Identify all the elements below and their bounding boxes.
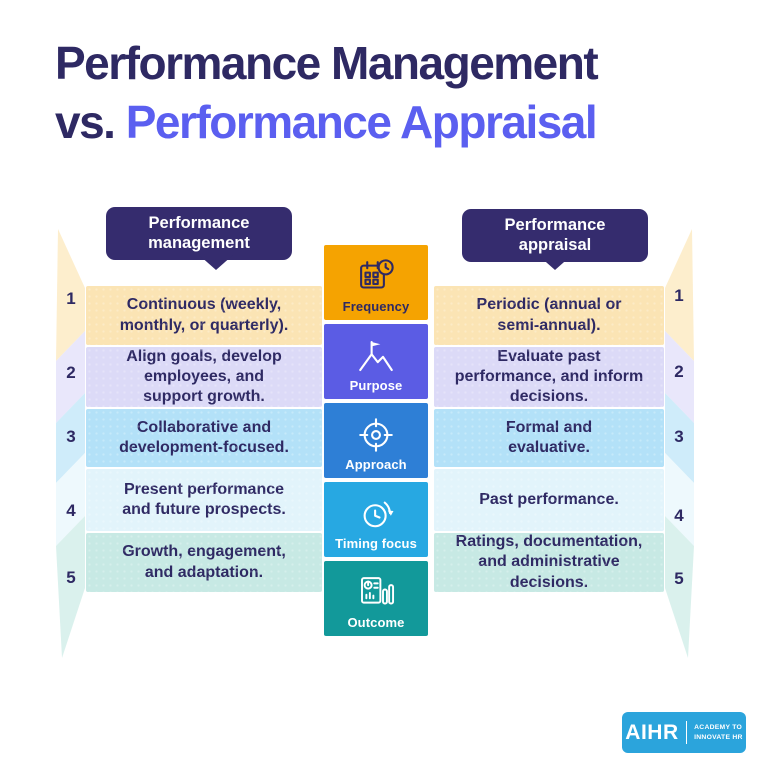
category-chip-timing-focus: Timing focus — [324, 482, 428, 557]
category-chip-purpose: Purpose — [324, 324, 428, 399]
appraisal-row-frequency: Periodic (annual or semi-annual). — [434, 286, 664, 345]
left-column-header: Performance management — [106, 207, 292, 261]
category-chip-approach: Approach — [324, 403, 428, 478]
category-label: Timing focus — [335, 536, 417, 551]
left-row-number-1: 1 — [66, 289, 76, 308]
appraisal-row-purpose: Evaluate past performance, and inform de… — [434, 347, 664, 407]
left-row-number-2: 2 — [66, 363, 76, 382]
left-band-segment-4 — [56, 453, 85, 546]
calendar-clock-icon — [355, 256, 397, 298]
right-row-number-5: 5 — [674, 569, 684, 588]
mountain-flag-icon — [355, 335, 397, 377]
management-row-purpose: Align goals, develop employees, and supp… — [86, 347, 322, 407]
left-row-number-4: 4 — [66, 501, 76, 520]
category-label: Approach — [345, 457, 407, 472]
clock-arrow-icon — [355, 493, 397, 535]
category-label: Outcome — [347, 615, 405, 630]
aihr-logo: AIHR ACADEMY TO INNOVATE HR — [622, 712, 746, 753]
aihr-logo-text: AIHR — [625, 720, 679, 744]
logo-divider — [685, 721, 688, 744]
right-row-number-4: 4 — [674, 506, 684, 525]
right-column-header: Performance appraisal — [462, 209, 648, 263]
category-label: Frequency — [342, 299, 410, 314]
appraisal-row-approach: Formal and evaluative. — [434, 409, 664, 467]
right-row-number-2: 2 — [674, 362, 684, 381]
right-band-segment-4 — [665, 453, 694, 546]
category-chip-outcome: Outcome — [324, 561, 428, 636]
management-row-approach: Collaborative and development-focused. — [86, 409, 322, 467]
management-row-outcome: Growth, engagement, and adaptation. — [86, 533, 322, 592]
report-chart-icon — [355, 572, 397, 614]
title-line1: Performance Management — [55, 37, 599, 89]
title-vs: vs. — [55, 95, 126, 148]
title-appraisal: Performance Appraisal — [125, 95, 598, 148]
title-line2: vs. Performance Appraisal — [55, 93, 598, 152]
right-row-number-3: 3 — [674, 427, 684, 446]
target-icon — [355, 414, 397, 456]
management-row-frequency: Continuous (weekly, monthly, or quarterl… — [86, 286, 322, 345]
category-label: Purpose — [349, 378, 403, 393]
page-title: Performance Management vs. Performance A… — [55, 34, 599, 152]
category-chip-frequency: Frequency — [324, 245, 428, 320]
appraisal-row-outcome: Ratings, documentation, and administrati… — [434, 533, 664, 592]
left-header-pointer-icon — [199, 255, 233, 270]
left-row-number-3: 3 — [66, 427, 76, 446]
right-header-pointer-icon — [538, 255, 572, 270]
appraisal-row-timing-focus: Past performance. — [434, 469, 664, 531]
left-row-number-5: 5 — [66, 568, 76, 587]
management-row-timing-focus: Present performance and future prospects… — [86, 469, 322, 531]
right-row-number-1: 1 — [674, 286, 684, 305]
aihr-logo-tagline: ACADEMY TO INNOVATE HR — [694, 723, 743, 741]
